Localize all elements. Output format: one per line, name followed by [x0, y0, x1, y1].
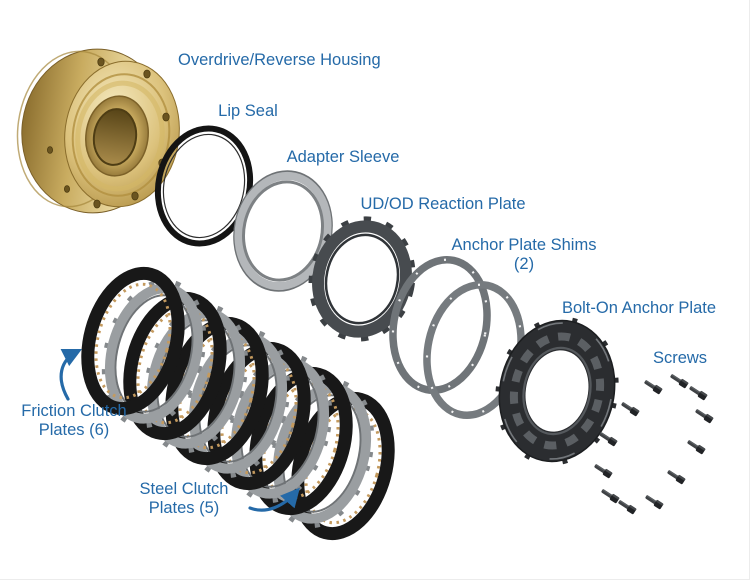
screw	[695, 409, 714, 424]
anchor-plate-shims-label-line1: Anchor Plate Shims	[451, 236, 597, 254]
screw	[618, 500, 637, 515]
screw	[594, 464, 613, 479]
steel-clutch-plates-label-line1: Steel Clutch	[139, 480, 229, 498]
screw	[644, 380, 663, 395]
screw	[601, 489, 620, 504]
steel-clutch-plates-label: Steel Clutch Plates (5)	[140, 480, 229, 518]
friction-clutch-plates-label-line2: Plates (6)	[38, 421, 110, 439]
screw	[687, 440, 706, 455]
screw	[599, 432, 618, 447]
friction-clutch-plates-label-line1: Friction Clutch	[21, 402, 127, 420]
screw	[645, 495, 664, 510]
anchor-plate-shims-label-count: (2)	[513, 255, 535, 273]
bolt-on-anchor-plate-illustration	[495, 316, 619, 466]
reaction-plate-label: UD/OD Reaction Plate	[360, 195, 526, 213]
friction-plates-arrow	[59, 348, 83, 401]
screws-illustration	[594, 374, 714, 515]
housing-label: Overdrive/Reverse Housing	[178, 51, 381, 69]
adapter-sleeve-label: Adapter Sleeve	[286, 148, 400, 166]
ud-od-reaction-plate-illustration	[308, 216, 416, 342]
screw	[621, 402, 640, 417]
bolt-on-anchor-plate-label: Bolt-On Anchor Plate	[561, 299, 717, 317]
friction-clutch-plates-label: Friction Clutch Plates (6)	[21, 402, 126, 440]
screw	[670, 374, 689, 389]
steel-plates-arrow	[248, 487, 300, 512]
adapter-sleeve-illustration	[233, 170, 333, 292]
screw	[667, 470, 686, 485]
anchor-plate-shims-label: Anchor Plate Shims (2)	[452, 236, 597, 274]
lip-seal-label: Lip Seal	[218, 102, 278, 120]
friction-clutch-plate	[123, 291, 227, 441]
steel-clutch-plates-label-line2: Plates (5)	[148, 499, 220, 517]
screws-label: Screws	[652, 349, 708, 367]
screw	[689, 386, 708, 401]
friction-clutch-plate	[81, 266, 185, 416]
overdrive-reverse-housing-illustration	[16, 48, 180, 214]
